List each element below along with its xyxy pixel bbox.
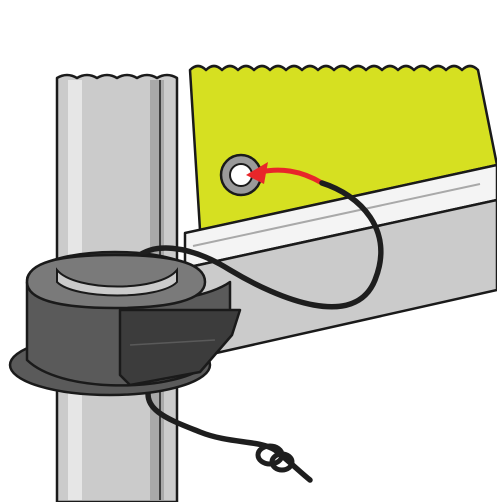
pole-clip: [120, 310, 240, 385]
pole-clip: [27, 255, 205, 308]
